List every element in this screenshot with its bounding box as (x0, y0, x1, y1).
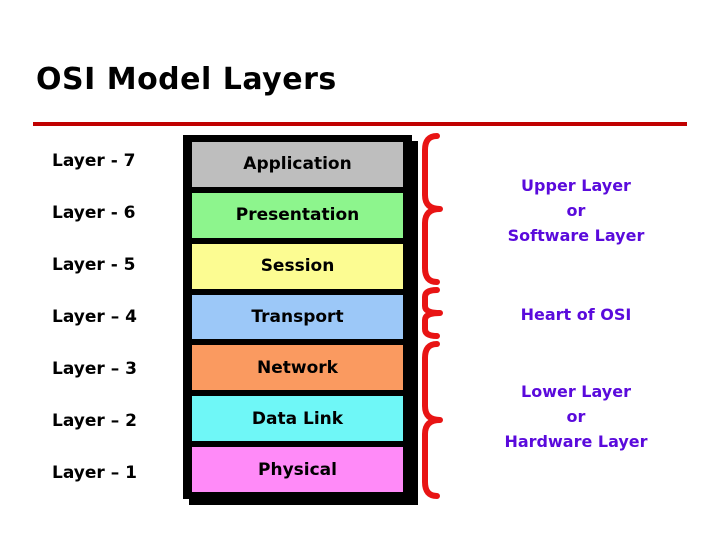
layer-box-application: Application (190, 140, 405, 189)
brace-heart-of-osi (422, 287, 443, 339)
annotation-upper-line3: Software Layer (507, 225, 645, 245)
layer-box-physical: Physical (190, 445, 405, 495)
title-divider (33, 122, 687, 126)
osi-layer-stack: Application Presentation Session Transpo… (183, 135, 412, 499)
annotation-lower-layer: Lower Layer or Hardware Layer (452, 380, 700, 454)
layer-number-3: Layer – 3 (52, 359, 137, 379)
annotation-upper-layer: Upper Layer or Software Layer (452, 174, 700, 248)
layer-box-network: Network (190, 343, 405, 393)
layer-number-5: Layer - 5 (52, 255, 136, 275)
layer-number-column: Layer - 7 Layer - 6 Layer - 5 Layer – 4 … (52, 135, 182, 499)
annotation-upper-line1: Upper Layer (521, 176, 631, 195)
annotation-heart-line1: Heart of OSI (520, 305, 632, 324)
layer-number-7: Layer - 7 (52, 151, 136, 171)
annotation-heart-of-osi: Heart of OSI (452, 303, 700, 328)
annotation-upper-line2: or (566, 200, 586, 220)
layer-box-data-link: Data Link (190, 394, 405, 444)
layer-number-4: Layer – 4 (52, 307, 137, 327)
page-title: OSI Model Layers (36, 62, 337, 97)
brace-lower-layers (422, 341, 443, 499)
layer-box-presentation: Presentation (190, 190, 405, 240)
layer-number-2: Layer – 2 (52, 411, 137, 431)
brace-upper-layers (422, 133, 443, 285)
annotation-lower-line2: or (566, 406, 586, 426)
layer-box-transport: Transport (190, 292, 405, 342)
layer-number-1: Layer – 1 (52, 463, 137, 483)
layer-number-6: Layer - 6 (52, 203, 136, 223)
layer-box-session: Session (190, 241, 405, 291)
annotation-lower-line3: Hardware Layer (504, 431, 648, 451)
annotation-lower-line1: Lower Layer (521, 382, 631, 401)
